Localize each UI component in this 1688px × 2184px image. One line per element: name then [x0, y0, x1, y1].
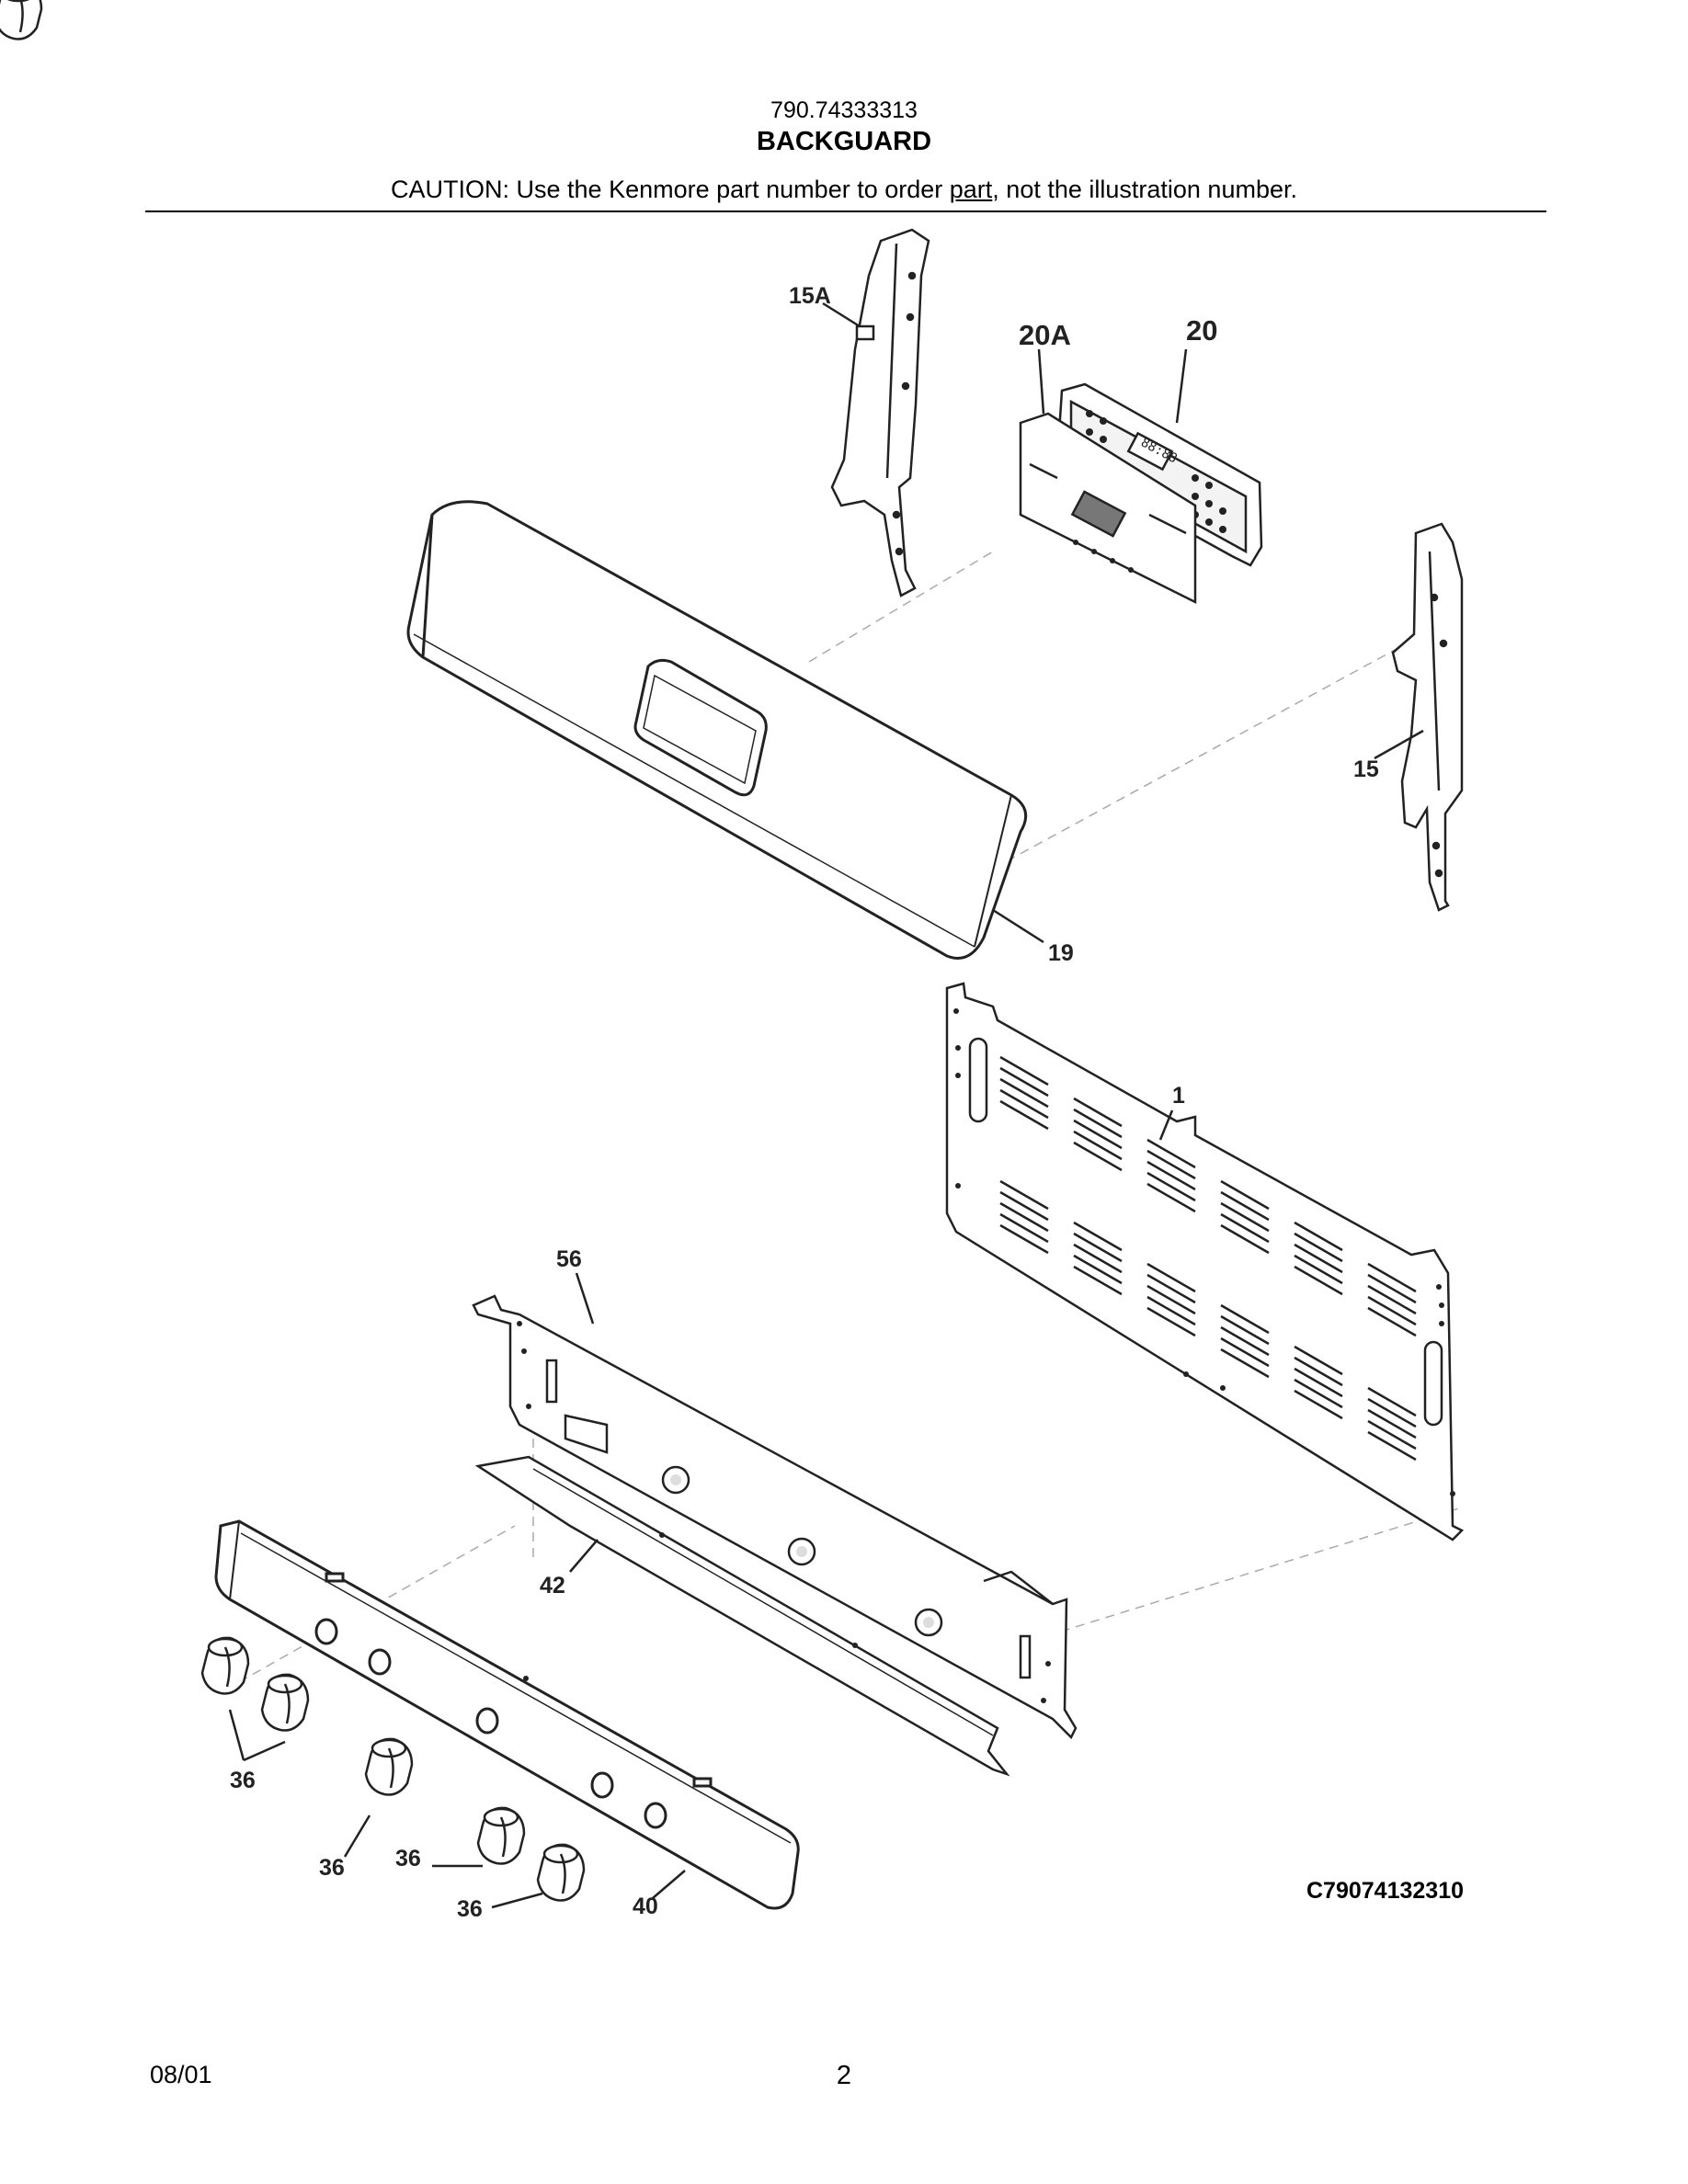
caution-prefix: CAUTION: Use the Kenmore part number to … [391, 176, 950, 203]
part-20A-overlay [1019, 412, 1197, 605]
callout-36-d: 36 [457, 1896, 483, 1922]
part-19-control-panel [406, 500, 1028, 960]
knob-2 [260, 1673, 310, 1732]
knob-5 [536, 1843, 586, 1902]
callout-15: 15 [1353, 756, 1379, 782]
drawing-code: C79074132310 [1306, 1878, 1464, 1904]
callout-40: 40 [633, 1894, 658, 1919]
knob-4 [476, 1806, 526, 1865]
caution-suffix: , not the illustration number. [992, 176, 1297, 203]
knob-1 [200, 1636, 250, 1695]
back-panel-vents [998, 1055, 1418, 1462]
part-40-knob-panel [214, 1519, 800, 1910]
callout-leaders [228, 301, 1424, 1909]
part-56-manifold-panel [472, 1294, 1078, 1740]
callout-19: 19 [1048, 940, 1074, 966]
part-15-right-end-bracket [1391, 522, 1464, 912]
callout-15A: 15A [789, 283, 831, 309]
callout-20: 20 [1186, 314, 1217, 347]
model-number: 790.74333313 [770, 97, 918, 123]
callout-56: 56 [556, 1246, 582, 1272]
part-42-trim-strip [474, 1455, 1010, 1777]
knob-3 [364, 1737, 414, 1796]
callout-36-b: 36 [319, 1855, 345, 1881]
vent-column [999, 1055, 1049, 1131]
caution-text: CAUTION: Use the Kenmore part number to … [0, 176, 1688, 204]
callout-36-c: 36 [395, 1846, 421, 1871]
part-1-back-panel [945, 982, 1465, 1541]
header-rule [145, 210, 1546, 212]
part-15A-left-end-bracket [830, 228, 930, 597]
callout-20A: 20A [1019, 319, 1071, 351]
part-36-knob [0, 0, 43, 40]
callout-42: 42 [540, 1573, 565, 1598]
callout-36-a: 36 [230, 1768, 256, 1793]
section-title: BACKGUARD [756, 127, 932, 156]
callout-1: 1 [1172, 1083, 1185, 1109]
footer-date: 08/01 [150, 2061, 212, 2088]
page-number: 2 [836, 2061, 852, 2090]
caution-part-word: part [949, 176, 993, 203]
